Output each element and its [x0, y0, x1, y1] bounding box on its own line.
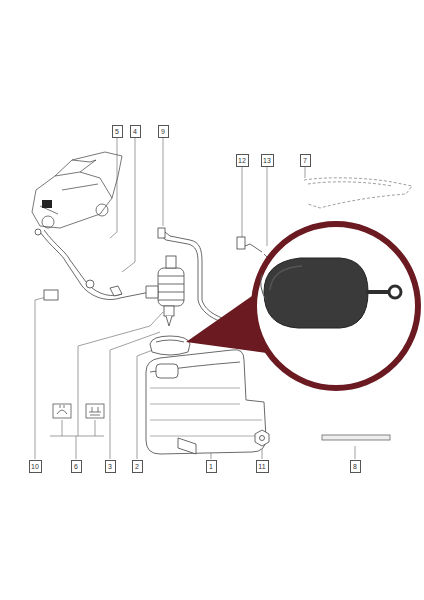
callout-text: 9	[161, 128, 165, 135]
callout-number: 12	[236, 154, 249, 167]
callout-text: 8	[353, 463, 357, 470]
callout-number: 4	[130, 125, 141, 138]
leader-line	[355, 446, 356, 459]
zoom-inset	[264, 258, 368, 328]
leader-line	[122, 138, 135, 272]
hose-connectors	[35, 229, 41, 235]
filler-cap	[150, 336, 190, 355]
leader-line	[242, 167, 243, 238]
relay-icon	[53, 404, 71, 418]
washer-jet-marker	[42, 200, 52, 208]
callout-number: 9	[158, 125, 169, 138]
callout-number: 10	[29, 460, 42, 473]
filler-cap	[156, 340, 184, 342]
callout-number: 7	[300, 154, 311, 167]
callout-number: 8	[350, 460, 361, 473]
hose-connectors	[158, 228, 165, 238]
washer-tank	[178, 438, 196, 454]
zoom-inset	[389, 286, 401, 298]
callout-number: 2	[132, 460, 143, 473]
callout-number: 3	[105, 460, 116, 473]
washer-pump	[166, 316, 172, 326]
callout-text: 1	[209, 463, 213, 470]
callout-text: 3	[108, 463, 112, 470]
callout-number: 5	[112, 125, 123, 138]
leader-line	[35, 296, 50, 459]
car-outline	[32, 152, 122, 228]
nut	[260, 436, 265, 441]
hose-connectors	[35, 228, 245, 300]
washer-hose	[40, 232, 120, 300]
relay-icon	[57, 405, 67, 414]
wiper-hose-dashed	[304, 178, 412, 208]
hose-connectors	[237, 237, 245, 249]
relay-icon	[53, 404, 104, 418]
car-outline	[32, 152, 122, 228]
leader-line	[110, 138, 117, 238]
zoom-inset	[254, 224, 418, 388]
callout-number: 1	[206, 460, 217, 473]
washer-pump	[166, 256, 176, 268]
callout-text: 10	[31, 463, 39, 470]
zoom-inset	[366, 290, 388, 294]
callout-text: 4	[133, 128, 137, 135]
relay-icon	[89, 407, 101, 415]
hose-length	[322, 435, 390, 440]
callout-text: 2	[135, 463, 139, 470]
washer-pump	[164, 306, 174, 316]
washer-pump	[158, 268, 184, 306]
washer-pump	[146, 256, 184, 326]
callout-text: 7	[303, 157, 307, 164]
leader-line	[163, 138, 164, 226]
relay-icon	[86, 404, 104, 418]
washer-tank	[146, 350, 266, 454]
car-outline	[42, 216, 54, 228]
hose-connectors	[110, 286, 122, 296]
callout-text: 5	[115, 128, 119, 135]
washer-tank	[146, 350, 266, 454]
car-outline	[72, 160, 96, 162]
filler-cap	[150, 336, 190, 355]
washer-hose	[44, 230, 122, 296]
leader-line	[267, 167, 268, 246]
hose-length	[322, 435, 390, 440]
callout-number: 6	[71, 460, 82, 473]
callout-number: 11	[256, 460, 269, 473]
zoom-inset	[254, 224, 418, 388]
zoom-inset	[270, 266, 302, 290]
callout-text: 6	[74, 463, 78, 470]
callout-text: 13	[263, 157, 271, 164]
washer-tank	[156, 364, 178, 378]
zoom-inset	[261, 274, 266, 300]
car-outline	[96, 204, 108, 216]
nut	[255, 430, 269, 446]
callout-text: 11	[258, 463, 265, 470]
leader-line	[305, 167, 306, 178]
washer-pump	[158, 276, 184, 300]
washer-pump	[146, 286, 158, 298]
washer-tank	[150, 388, 262, 436]
wiper-hose-dashed	[308, 182, 392, 186]
callout-number: 13	[261, 154, 274, 167]
hose-connectors	[44, 290, 58, 300]
washer-hose	[120, 292, 150, 298]
car-outline	[40, 160, 112, 214]
callout-text: 12	[238, 157, 246, 164]
hose-connectors	[86, 280, 94, 288]
nut	[255, 430, 269, 446]
wiper-hose-dashed	[304, 178, 412, 208]
